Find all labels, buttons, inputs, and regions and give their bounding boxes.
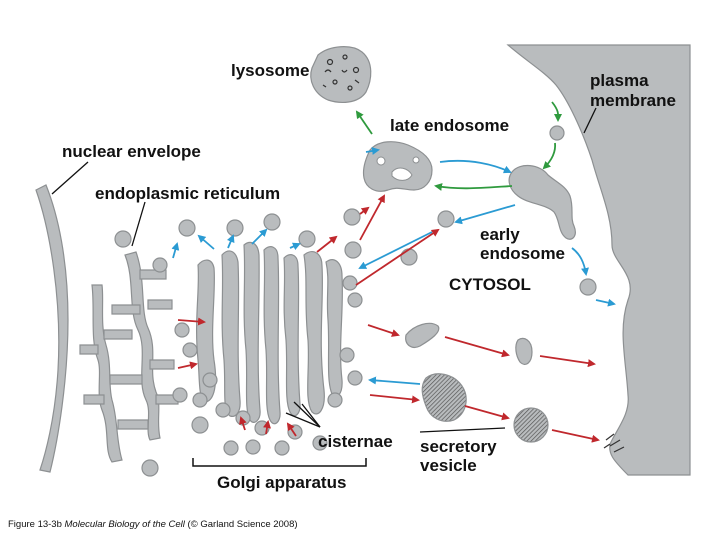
endocytic-arrows: [355, 101, 563, 191]
caption-prefix: Figure 13-3b: [8, 519, 65, 530]
plasma-membrane: [506, 44, 691, 476]
label-early-endosome-line1: early: [480, 225, 520, 244]
label-late-endosome: late endosome: [390, 116, 509, 135]
label-endoplasmic-reticulum: endoplasmic reticulum: [95, 184, 280, 203]
secretory-vesicle: [513, 407, 549, 443]
label-lysosome: lysosome: [231, 61, 309, 80]
caption-book-title: Molecular Biology of the Cell: [64, 519, 185, 530]
label-cisternae: cisternae: [318, 432, 393, 451]
label-early-endosome-line2: endosome: [480, 244, 565, 263]
exocytosis-site: [603, 433, 625, 453]
secretory-tubule-1: [405, 322, 440, 348]
early-endosome: [508, 165, 576, 240]
leader-lines: [51, 107, 597, 433]
label-cytosol: CYTOSOL: [449, 275, 531, 294]
label-nuclear-envelope: nuclear envelope: [62, 142, 201, 161]
golgi-bracket: [192, 458, 367, 467]
lysosome: [310, 46, 372, 103]
secretory-tubule-2: [515, 337, 533, 365]
immature-secretory-vesicle: [421, 373, 467, 422]
label-secretory-vesicle-line1: secretory: [420, 437, 497, 456]
nuclear-envelope: [35, 184, 69, 473]
golgi-cisternae: [196, 241, 344, 425]
transport-vesicles: [114, 125, 597, 477]
caption-copyright: (© Garland Science 2008): [184, 519, 298, 530]
secretory-arrows: [177, 194, 600, 443]
label-golgi-apparatus: Golgi apparatus: [217, 473, 346, 492]
late-endosome: [362, 141, 433, 192]
figure-caption: Figure 13-3b Molecular Biology of the Ce…: [8, 519, 298, 530]
label-secretory-vesicle-line2: vesicle: [420, 456, 477, 475]
retrieval-arrows: [171, 147, 616, 385]
label-plasma-membrane-line2: membrane: [590, 91, 676, 110]
endoplasmic-reticulum: [79, 251, 179, 463]
label-plasma-membrane-line1: plasma: [590, 71, 649, 90]
